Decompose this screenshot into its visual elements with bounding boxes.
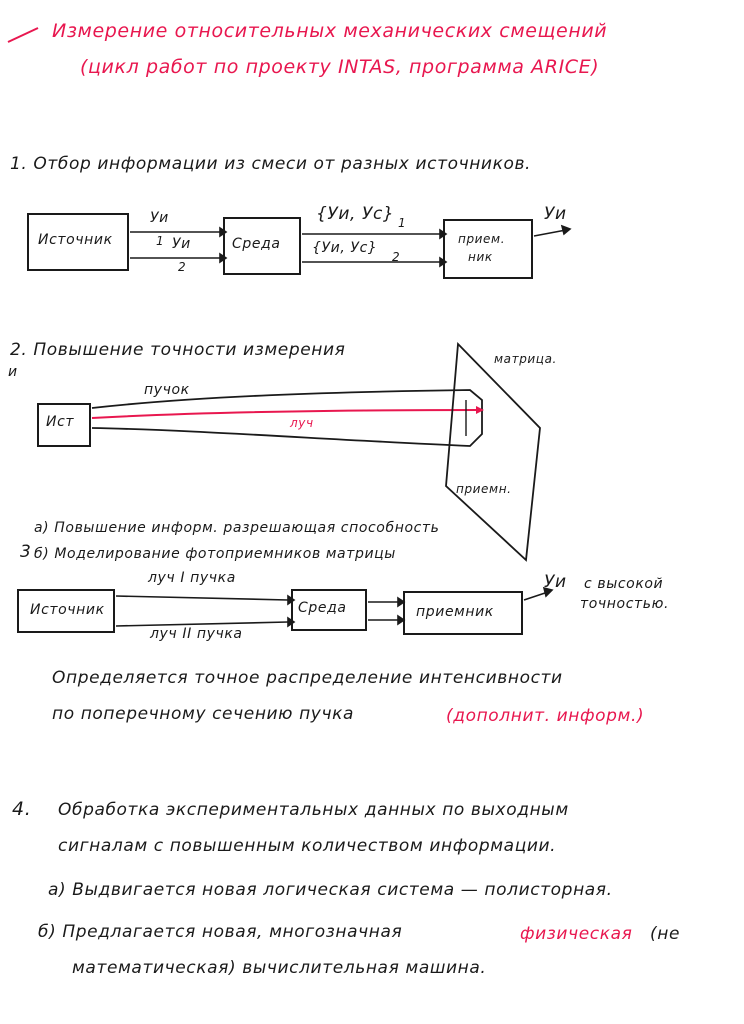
section2-title: 2. Повышение точности измерения (10, 340, 346, 360)
receiver3-box (403, 591, 523, 635)
arrow2-index: 2 (178, 260, 187, 274)
mix1-label: {Уи, Уc} (316, 204, 395, 224)
beam-outline (91, 389, 483, 447)
item-b-num: 3 (20, 542, 32, 562)
ray-label: луч (290, 416, 314, 430)
section4-item-b-line2: математическая) вычислительная машина. (72, 958, 487, 978)
item-a: а) Повышение информ. разрешающая способн… (34, 520, 440, 536)
section4-line-1: Обработка экспериментальных данных по вы… (58, 800, 569, 820)
source3-label: Источник (30, 602, 105, 618)
receiver-label-1: прием. (458, 232, 506, 246)
medium-label: Среда (232, 236, 281, 252)
section4-item-a: а) Выдвигается новая логическая система … (48, 880, 613, 900)
item-b: б) Моделирование фотоприемников матрицы (34, 546, 396, 562)
ray1-label: луч I пучка (148, 570, 236, 586)
header-line-2: (цикл работ по проекту INTAS, программа … (80, 56, 600, 78)
source-box (27, 213, 129, 271)
output3-note-1: с высокой (584, 576, 664, 592)
section3-text-2: по поперечному сечению пучка (52, 704, 354, 724)
arrow2-label: Уи (172, 236, 191, 252)
section4-num: 4. (12, 798, 32, 820)
section4-item-b-end: (не (650, 924, 681, 944)
arrow1-label: Уи (150, 210, 169, 226)
beam-label: пучок (144, 382, 190, 398)
section3-text-red: (дополнит. информ.) (446, 706, 645, 726)
output3-note-2: точностью. (580, 596, 670, 612)
mix2-index: 2 (392, 250, 401, 264)
output3-label: Уи (544, 572, 567, 592)
matrix-label: матрица. (494, 352, 557, 366)
ray2-label: луч II пучка (150, 626, 243, 642)
section3-arrows (115, 586, 554, 628)
receiver2-label: приемн. (456, 482, 512, 496)
header-line-1: Измерение относительных механических сме… (52, 20, 608, 42)
ray-line (91, 409, 481, 419)
matrix-plane (445, 341, 541, 562)
mix2-label: {Уи, Уc} (312, 240, 378, 256)
ray-arrowhead (476, 406, 484, 414)
section4-item-b-red: физическая (520, 924, 633, 944)
section4-line-2: сигналам с повышенным количеством информ… (58, 836, 557, 856)
medium3-label: Среда (298, 600, 347, 616)
section3-text-1: Определяется точное распределение интенс… (52, 668, 563, 688)
source-label: Источник (38, 232, 113, 248)
medium-box (223, 217, 301, 275)
section2-title-cont: и (8, 364, 18, 380)
output-label: Уи (544, 204, 567, 224)
arrow1-index: 1 (156, 234, 165, 248)
header-dash (7, 27, 39, 43)
receiver3-label: приемник (416, 604, 494, 620)
section4-item-b-start: б) Предлагается новая, многозначная (38, 922, 403, 942)
medium3-box (291, 589, 367, 631)
mix1-index: 1 (398, 216, 407, 230)
source2-label: Ист (46, 414, 75, 430)
source2-box (37, 403, 91, 447)
source3-box (17, 589, 115, 633)
receiver-box (443, 219, 533, 279)
section1-arrows (130, 224, 572, 268)
section1-title: 1. Отбор информации из смеси от разных и… (10, 154, 532, 174)
receiver-label-2: ник (468, 250, 493, 264)
